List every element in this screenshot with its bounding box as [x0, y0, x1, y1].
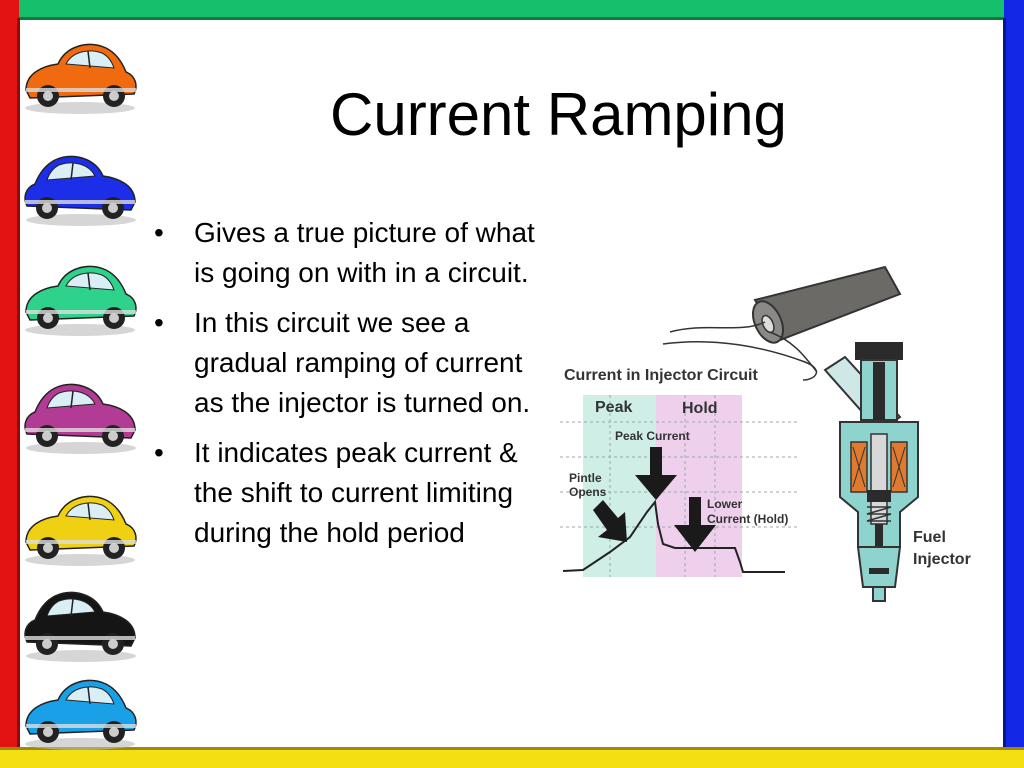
meter-probe-icon: [662, 265, 902, 381]
bullet-item: • Gives a true picture of what is going …: [150, 213, 540, 293]
lower-current-label: Current (Hold): [707, 512, 788, 526]
opens-label: Opens: [569, 485, 607, 499]
current-trace: [562, 499, 785, 573]
injector-label: Injector: [913, 551, 971, 568]
vintage-car-icon: [24, 383, 136, 454]
hold-arrow-icon: [674, 497, 716, 552]
bullet-list: • Gives a true picture of what is going …: [150, 213, 540, 563]
vintage-car-icon: [24, 155, 136, 226]
injector-current-diagram: Current in Injector Circuit Peak Hold Pe…: [560, 265, 971, 602]
bullet-item: • It indicates peak current & the shift …: [150, 433, 540, 553]
bullet-icon: •: [154, 217, 164, 248]
diagram-title: Current in Injector Circuit: [564, 367, 758, 384]
left-border: [0, 0, 19, 768]
bullet-icon: •: [154, 307, 164, 338]
car-column: [18, 28, 148, 750]
vintage-car-icon: [25, 495, 137, 566]
bullet-item: • In this circuit we see a gradual rampi…: [150, 303, 540, 423]
bottom-border: [0, 748, 1024, 768]
slide-title: Current Ramping: [330, 81, 787, 148]
peak-arrow-icon: [635, 447, 677, 500]
bottom-border-shadow: [0, 747, 1024, 750]
vintage-car-icon: [25, 43, 137, 114]
pintle-arrow-icon: [593, 500, 627, 542]
right-border: [1004, 0, 1024, 768]
left-border-shadow: [17, 18, 20, 750]
fuel-injector-icon: [823, 342, 919, 602]
top-border: [0, 0, 1024, 19]
lower-label: Lower: [707, 497, 743, 511]
hold-label: Hold: [682, 400, 718, 417]
vintage-car-icon: [25, 265, 137, 336]
right-border-shadow: [1003, 18, 1006, 750]
peak-zone: [583, 395, 656, 577]
bullet-text: In this circuit we see a gradual ramping…: [194, 307, 531, 418]
peak-current-label: Peak Current: [615, 429, 690, 443]
bullet-text: Gives a true picture of what is going on…: [194, 217, 535, 288]
vintage-car-icon: [25, 679, 137, 750]
vintage-car-icon: [24, 591, 136, 662]
pintle-label: Pintle: [569, 471, 602, 485]
peak-label: Peak: [595, 399, 632, 416]
bullet-icon: •: [154, 437, 164, 468]
top-border-shadow: [0, 17, 1024, 20]
fuel-label: Fuel: [913, 529, 946, 546]
bullet-text: It indicates peak current & the shift to…: [194, 437, 518, 548]
